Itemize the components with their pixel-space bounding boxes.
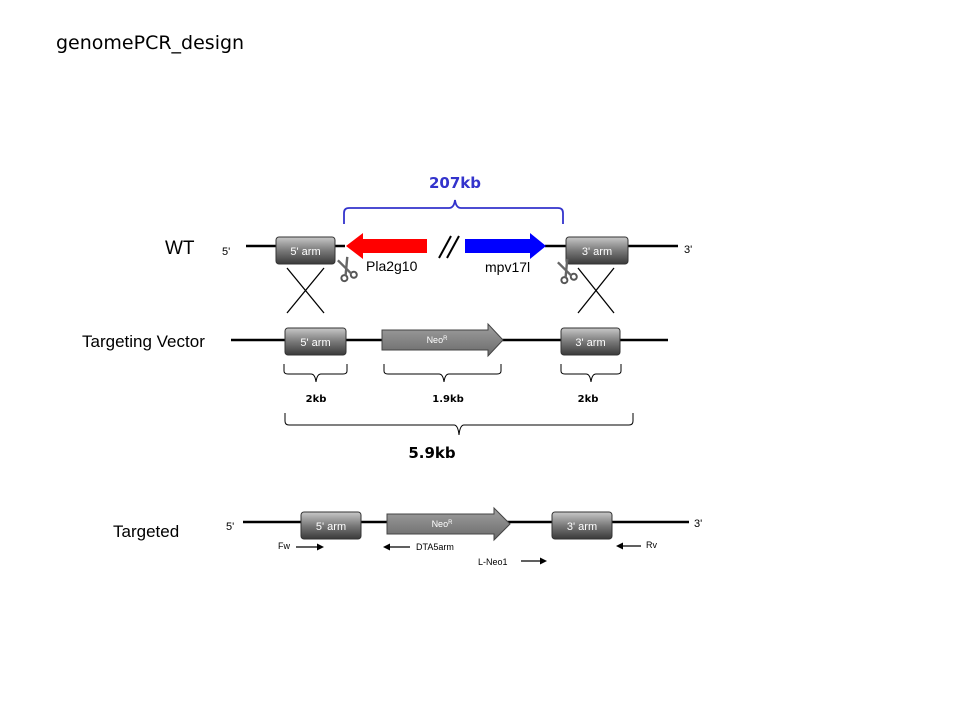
page-title: genomePCR_design — [56, 32, 245, 54]
crossover-3 — [577, 267, 615, 314]
scissors-icon — [333, 254, 359, 284]
crossover-5 — [286, 267, 325, 314]
targeted-5-arm: 5' arm — [300, 511, 362, 540]
mpv17l-label: mpv17l — [485, 259, 530, 275]
brace-arm3 — [560, 364, 622, 383]
targeted-5-arm-label: 5' arm — [316, 521, 346, 533]
svg-text:NeoR: NeoR — [432, 519, 454, 529]
targeted-3-arm: 3' arm — [551, 511, 613, 540]
vector-row: Targeting Vector 5' arm NeoR 3' arm 2kb … — [82, 322, 668, 462]
primer-lneo1-label: L-Neo1 — [478, 557, 508, 567]
span-207kb-brace — [343, 199, 564, 224]
wt-3-arm: 3' arm — [565, 236, 629, 265]
brace-total — [284, 413, 634, 436]
wt-5-arm: 5' arm — [275, 236, 336, 265]
targeted-label: Targeted — [113, 522, 179, 541]
brace-neo — [383, 364, 502, 383]
size-arm3-label: 2kb — [578, 394, 599, 405]
wt-label: WT — [165, 238, 195, 259]
wt-5prime-end: 5' — [222, 246, 230, 258]
targeted-3-arm-label: 3' arm — [567, 521, 597, 533]
svg-text:NeoR: NeoR — [427, 335, 449, 345]
vector-label: Targeting Vector — [82, 332, 205, 351]
vector-5-arm-label: 5' arm — [300, 337, 330, 349]
break-symbol — [438, 235, 460, 259]
targeted-neo-superscript: R — [448, 520, 453, 526]
wt-5-arm-label: 5' arm — [290, 246, 320, 258]
mpv17l-gene-arrow — [465, 233, 546, 259]
pla2g10-gene-arrow — [346, 233, 427, 259]
targeted-row: Targeted 5' 3' 5' arm NeoR 3' arm Fw DTA… — [113, 506, 702, 567]
pla2g10-label: Pla2g10 — [366, 258, 418, 274]
primer-dta5arm-label: DTA5arm — [416, 542, 454, 552]
targeted-5prime-end: 5' — [226, 521, 234, 533]
size-arm5-label: 2kb — [306, 394, 327, 405]
primer-dta5arm-arrow — [383, 543, 410, 551]
wt-3prime-end: 3' — [684, 244, 692, 256]
wt-row: WT 5' 3' 5' arm 3' arm Pla2g10 mpv17l 20… — [165, 174, 692, 286]
primer-fw-label: Fw — [278, 541, 290, 551]
primer-rv-label: Rv — [646, 540, 657, 550]
size-neo-label: 1.9kb — [432, 394, 464, 405]
vector-neo-label: Neo — [427, 335, 444, 345]
primer-rv-arrow — [616, 542, 641, 550]
vector-3-arm-label: 3' arm — [575, 337, 605, 349]
primer-fw-arrow — [296, 543, 324, 551]
span-207kb-label: 207kb — [429, 174, 481, 192]
vector-5-arm: 5' arm — [284, 327, 347, 356]
brace-arm5 — [283, 364, 348, 383]
size-total-label: 5.9kb — [408, 444, 456, 462]
targeted-neo-label: Neo — [432, 519, 449, 529]
wt-3-arm-label: 3' arm — [582, 246, 612, 258]
vector-neo-cassette: NeoR — [381, 322, 504, 358]
primer-lneo1-arrow — [521, 557, 547, 565]
vector-neo-superscript: R — [443, 336, 448, 342]
targeted-neo-cassette: NeoR — [386, 506, 511, 542]
vector-3-arm: 3' arm — [560, 327, 621, 356]
targeted-3prime-end: 3' — [694, 518, 702, 530]
